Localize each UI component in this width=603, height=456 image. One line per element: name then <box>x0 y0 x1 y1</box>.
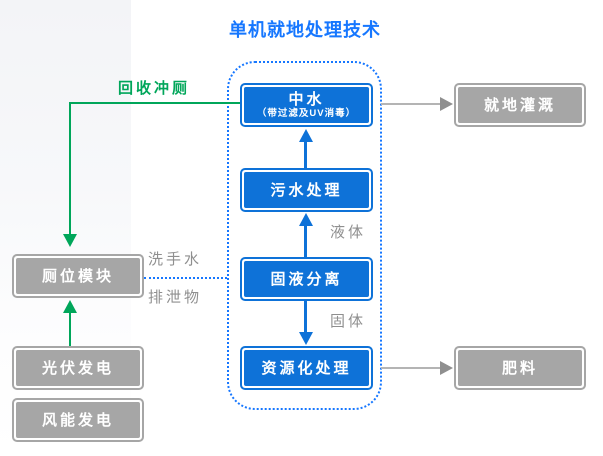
node-sewage-treatment-body: 污水处理 <box>244 172 369 208</box>
recycle-path-vertical <box>69 102 71 235</box>
node-label: 肥料 <box>501 359 538 377</box>
arrow-down-icon <box>63 234 77 247</box>
node-label: 就地灌溉 <box>483 96 556 114</box>
node-label: 资源化处理 <box>261 359 352 377</box>
arrow-right-icon <box>440 361 453 375</box>
node-label: 污水处理 <box>270 181 343 199</box>
node-label: 光伏发电 <box>41 359 114 377</box>
label-excreta: 排泄物 <box>148 289 203 306</box>
node-label: 风能发电 <box>41 411 114 429</box>
arrow-up-icon <box>299 213 313 226</box>
node-onsite-irrigation: 就地灌溉 <box>454 83 586 127</box>
label-solid: 固体 <box>330 313 367 330</box>
node-fertilizer-body: 肥料 <box>458 350 582 386</box>
node-reclaimed-water: 中水 （带过滤及UV消毒） <box>240 83 373 127</box>
node-solid-liquid-separation-body: 固液分离 <box>244 261 369 297</box>
arrow-separation-to-resource <box>304 301 307 333</box>
arrow-separation-to-sewage <box>304 225 307 257</box>
node-label: 中水 <box>288 90 325 108</box>
label-handwash-water: 洗手水 <box>148 251 203 268</box>
node-label: 厕位模块 <box>41 267 114 285</box>
arrow-sewage-to-reclaimed <box>304 141 307 168</box>
diagram-title: 单机就地处理技术 <box>229 20 381 40</box>
node-resource-treatment: 资源化处理 <box>240 346 373 390</box>
node-toilet-module-body: 厕位模块 <box>16 258 140 294</box>
node-sewage-treatment: 污水处理 <box>240 168 373 212</box>
node-wind-power: 风能发电 <box>12 398 144 442</box>
label-recycle-flush: 回收冲厕 <box>117 80 190 97</box>
arrow-resource-to-fertilizer <box>381 367 441 369</box>
node-pv-power: 光伏发电 <box>12 346 144 390</box>
recycle-path-horizontal <box>70 102 240 104</box>
arrow-reclaimed-to-irrigation <box>381 103 441 105</box>
node-fertilizer: 肥料 <box>454 346 586 390</box>
arrow-pv-to-toilet <box>69 312 71 346</box>
node-resource-treatment-body: 资源化处理 <box>244 350 369 386</box>
node-sublabel: （带过滤及UV消毒） <box>256 107 357 119</box>
node-toilet-module: 厕位模块 <box>12 254 144 298</box>
node-label: 固液分离 <box>270 270 343 288</box>
arrow-down-icon <box>299 332 313 345</box>
node-wind-power-body: 风能发电 <box>16 402 140 438</box>
node-onsite-irrigation-body: 就地灌溉 <box>458 87 582 123</box>
node-pv-power-body: 光伏发电 <box>16 350 140 386</box>
arrow-up-icon <box>63 300 77 313</box>
label-liquid: 液体 <box>330 224 367 241</box>
node-solid-liquid-separation: 固液分离 <box>240 257 373 301</box>
node-reclaimed-water-body: 中水 （带过滤及UV消毒） <box>244 87 369 123</box>
arrow-right-icon <box>440 97 453 111</box>
arrow-up-icon <box>299 129 313 142</box>
link-toilet-to-separation <box>144 277 227 279</box>
